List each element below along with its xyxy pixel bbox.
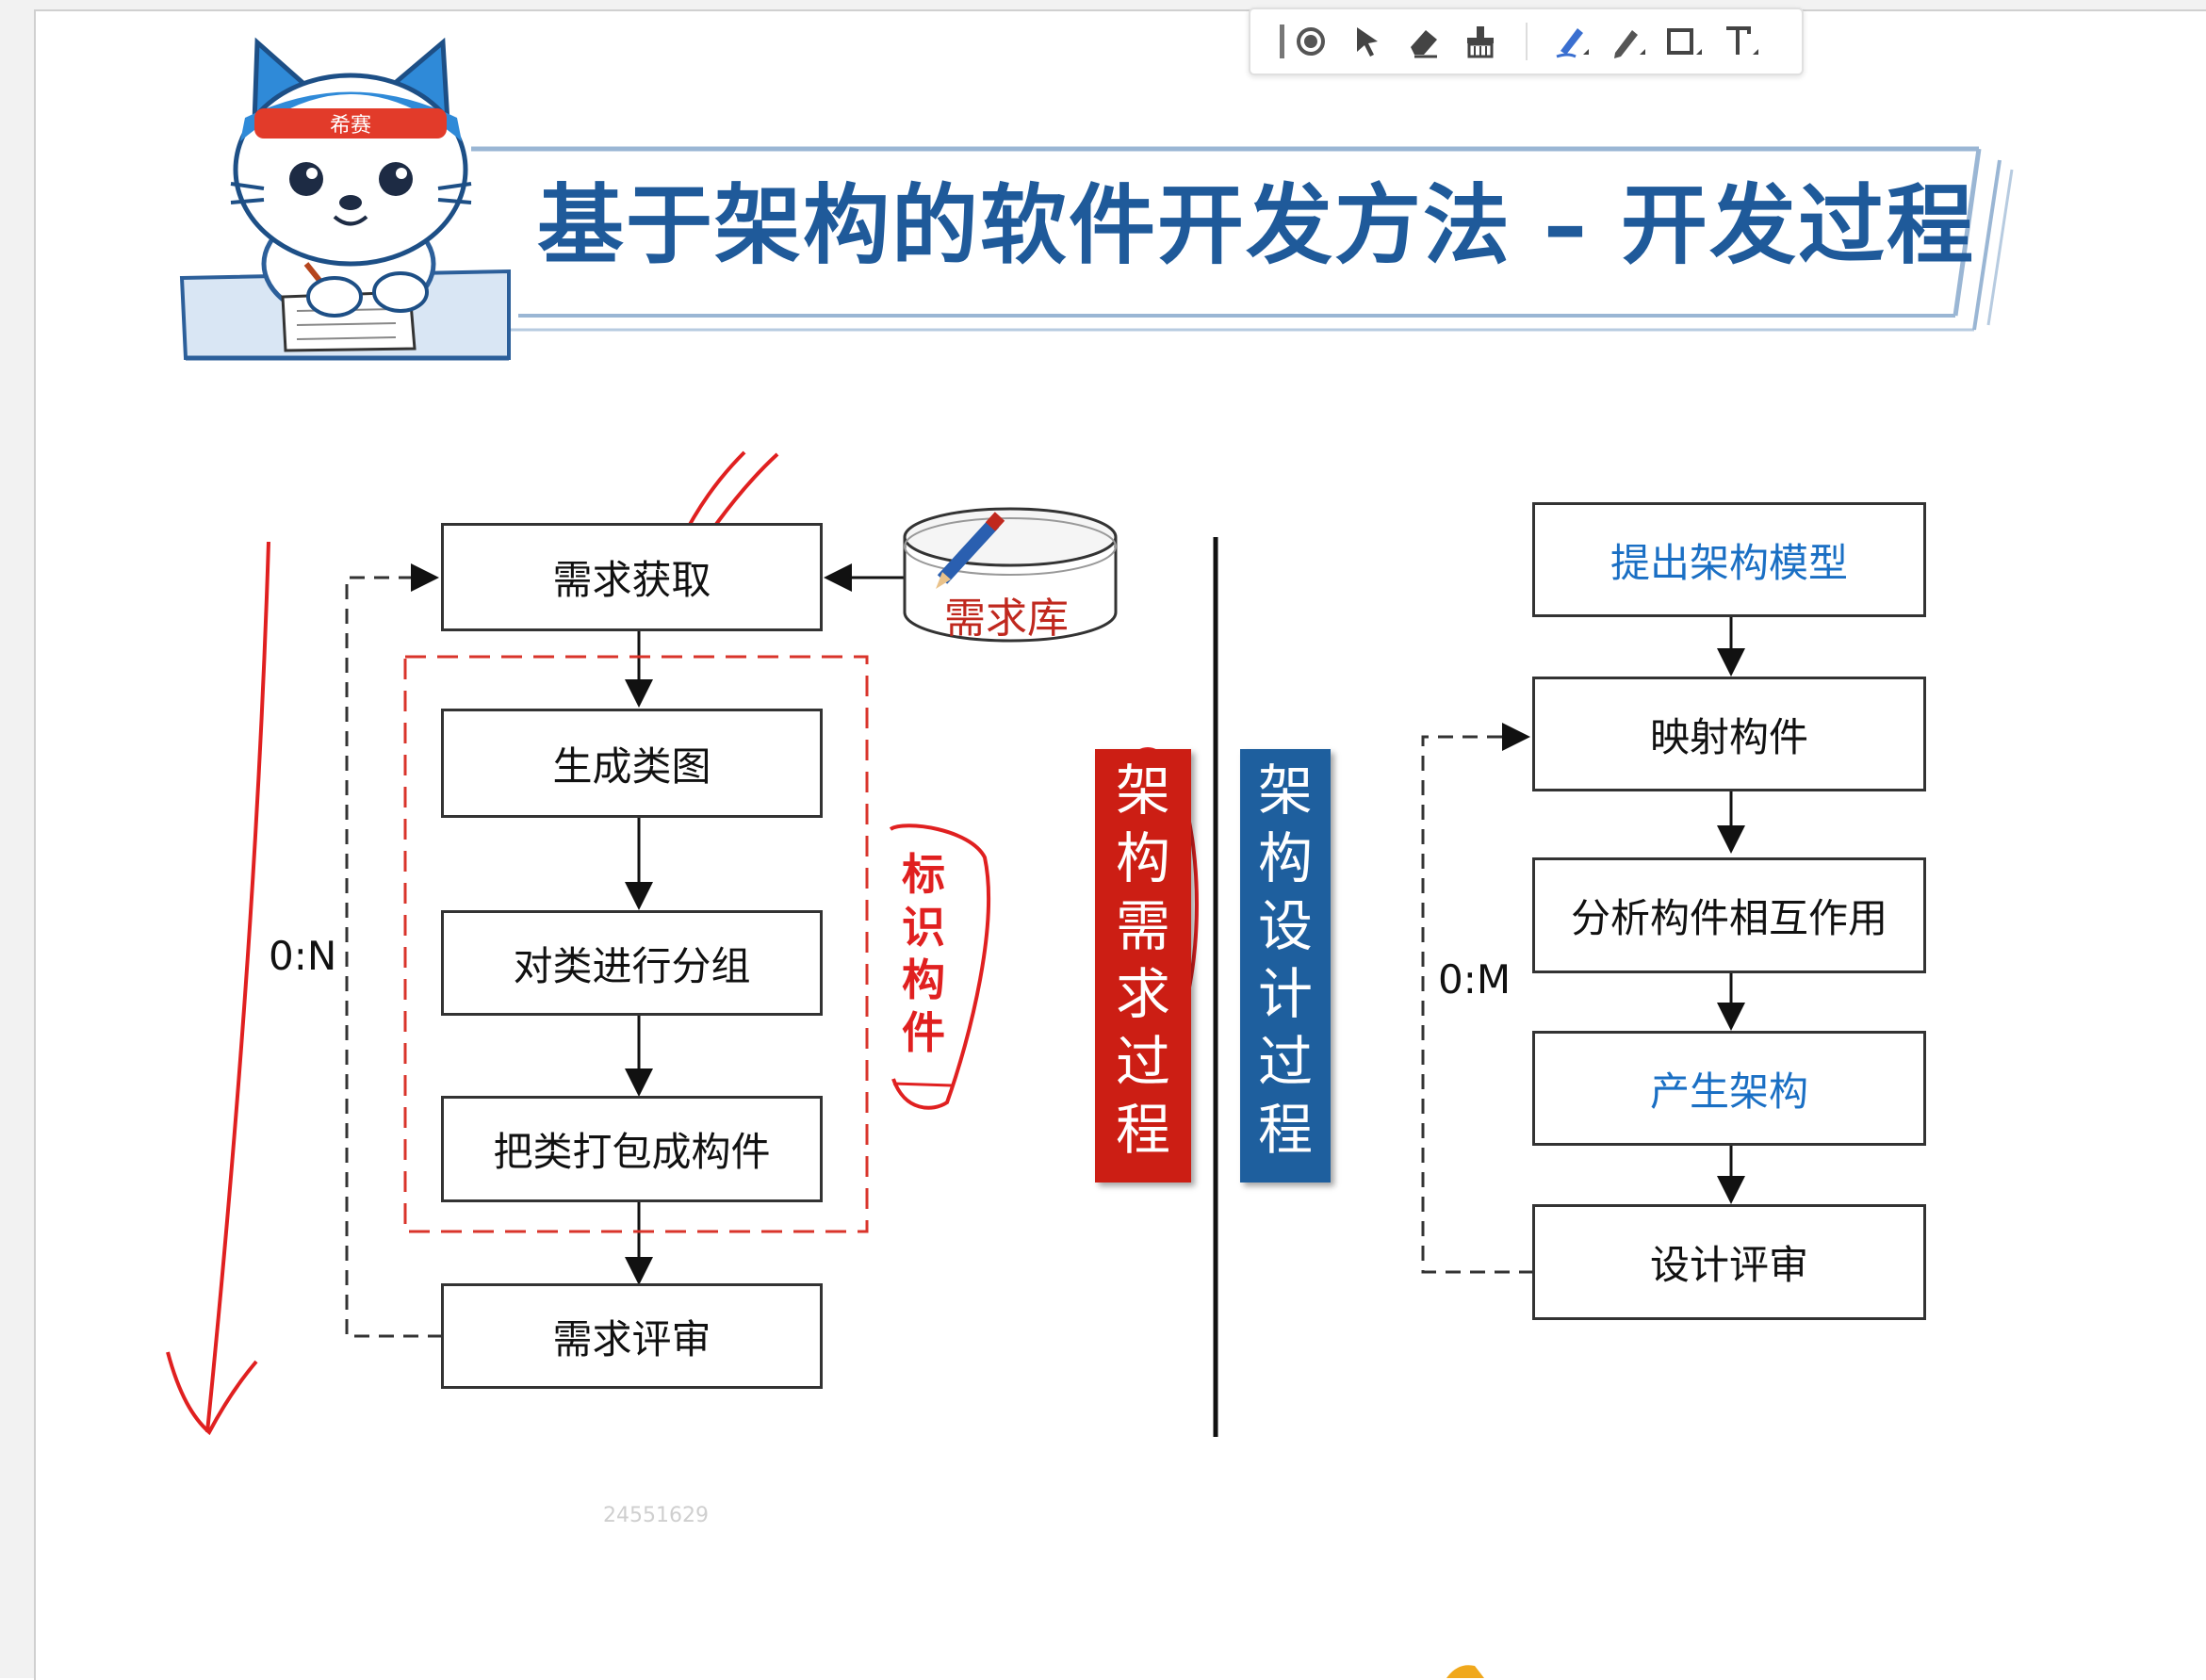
phase-char: 求 — [1115, 962, 1170, 1026]
annotation-char: 识 — [902, 902, 945, 953]
eraser-icon[interactable] — [1401, 19, 1446, 64]
right-loop-label: 0:M — [1438, 956, 1512, 1003]
watermark: 24551629 — [603, 1504, 709, 1527]
rectangle-icon[interactable] — [1660, 19, 1706, 64]
phase-char: 需 — [1115, 894, 1170, 958]
phase-char: 过 — [1257, 1030, 1313, 1094]
step-group-classes: 对类进行分组 — [441, 910, 823, 1016]
requirements-repository — [903, 507, 1118, 643]
phase-char: 程 — [1257, 1098, 1313, 1162]
annotation-toolbar — [1249, 8, 1804, 75]
step-propose-architecture-model: 提出架构模型 — [1532, 502, 1926, 617]
phase-char: 设 — [1257, 894, 1313, 958]
step-map-components: 映射构件 — [1532, 677, 1926, 791]
title-banner — [471, 146, 2014, 332]
step-label: 映射构件 — [1649, 713, 1808, 760]
step-label: 需求获取 — [552, 557, 711, 603]
repository-label: 需求库 — [944, 595, 1069, 643]
annotation-char: 件 — [902, 1007, 945, 1058]
step-requirements-acquisition: 需求获取 — [441, 523, 823, 631]
slide-title: 基于架构的软件开发方法 – 开发过程 — [537, 175, 1976, 276]
phase-char: 计 — [1257, 962, 1313, 1026]
phase-char: 程 — [1115, 1098, 1170, 1162]
annotation-char: 标 — [902, 849, 945, 900]
step-label: 设计评审 — [1649, 1242, 1808, 1288]
step-label: 对类进行分组 — [513, 942, 751, 989]
handwritten-annotation-identify-components: 标 识 构 件 — [895, 848, 952, 1059]
pencil-icon — [936, 512, 1005, 589]
phase-char: 架 — [1115, 758, 1170, 823]
cursor-icon — [1446, 1665, 1484, 1678]
mascot-cat-illustration: 希赛 — [179, 37, 511, 361]
toolbar-divider — [1526, 23, 1528, 60]
phase-char: 构 — [1257, 826, 1313, 890]
phase-char: 构 — [1115, 826, 1170, 890]
toolbar-handle[interactable] — [1260, 19, 1284, 64]
step-label: 把类打包成构件 — [493, 1129, 771, 1175]
phase-char: 过 — [1115, 1030, 1170, 1094]
step-design-review: 设计评审 — [1532, 1204, 1926, 1320]
left-loop-label: 0:N — [269, 933, 337, 979]
annotation-char: 构 — [902, 954, 945, 1005]
step-label: 产生架构 — [1649, 1068, 1808, 1115]
step-generate-architecture: 产生架构 — [1532, 1031, 1926, 1146]
mascot-badge-text: 希赛 — [330, 114, 371, 138]
highlighter-icon[interactable] — [1547, 19, 1593, 64]
step-package-classes-into-components: 把类打包成构件 — [441, 1096, 823, 1202]
step-label: 需求评审 — [552, 1315, 711, 1362]
record-icon[interactable] — [1288, 19, 1333, 64]
phase-architecture-design: 架 构 设 计 过 程 — [1240, 749, 1331, 1183]
phase-char: 架 — [1257, 758, 1313, 823]
step-requirements-review: 需求评审 — [441, 1283, 823, 1389]
step-label: 分析构件相互作用 — [1570, 895, 1887, 941]
phase-architecture-requirements: 架 构 需 求 过 程 — [1095, 749, 1191, 1183]
pen-icon[interactable] — [1604, 19, 1649, 64]
step-label: 生成类图 — [552, 742, 711, 790]
step-analyze-component-interaction: 分析构件相互作用 — [1532, 857, 1926, 973]
step-generate-class-diagram: 生成类图 — [441, 709, 823, 818]
clear-icon[interactable] — [1458, 19, 1503, 64]
step-label: 提出架构模型 — [1610, 539, 1848, 586]
pointer-icon[interactable] — [1345, 19, 1390, 64]
text-icon[interactable] — [1717, 19, 1762, 64]
